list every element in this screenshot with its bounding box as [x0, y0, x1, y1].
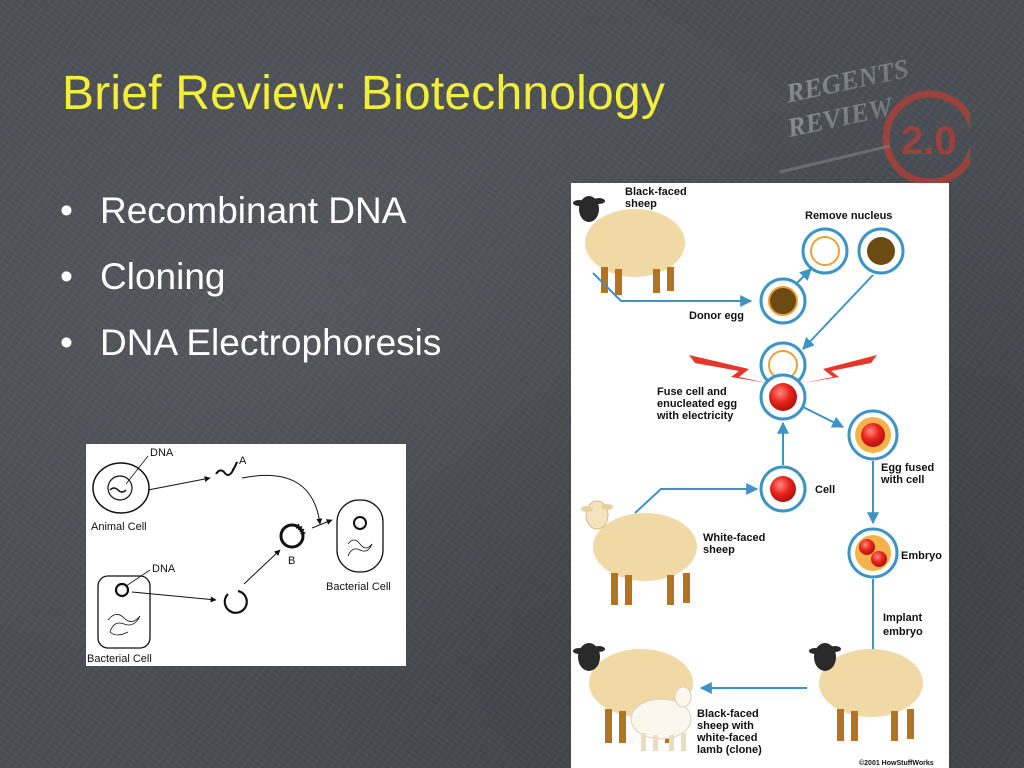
label-result-4: lamb (clone) [697, 744, 762, 756]
black-faced-sheep-icon [573, 196, 685, 295]
regents-review-logo: 2.0 REGENTS REVIEW [779, 53, 970, 186]
label-cell: Cell [815, 484, 835, 496]
cut-plasmid [223, 589, 248, 614]
donor-egg [759, 277, 807, 325]
label-result-3: white-faced [696, 732, 758, 744]
bacterial-cell-label-right: Bacterial Cell [326, 581, 391, 593]
mother-sheep-with-lamb-icon [573, 643, 693, 751]
label-donor-egg: Donor egg [689, 310, 744, 322]
embryo [847, 527, 899, 579]
bullet-item: • Cloning [60, 256, 441, 322]
label-black-faced-sheep-2: sheep [625, 198, 657, 210]
copyright-text: ©2001 HowStuffWorks [859, 759, 934, 767]
electric-bolt-icons [689, 355, 877, 383]
surrogate-sheep-icon [809, 643, 923, 741]
animal-cell [92, 462, 150, 514]
label-implant-2: embryo [883, 626, 923, 638]
label-egg-fused-2: with cell [880, 474, 924, 486]
bullet-text: Recombinant DNA [100, 190, 407, 231]
bullet-item: • Recombinant DNA [60, 190, 441, 256]
label-black-faced-sheep-1: Black-faced [625, 186, 687, 198]
label-remove-nucleus: Remove nucleus [805, 210, 892, 222]
label-implant-1: Implant [883, 612, 922, 624]
bullet-glyph: • [60, 190, 73, 231]
svg-text:2.0: 2.0 [901, 119, 957, 163]
recombinant-plasmid-b [279, 523, 306, 549]
label-a: A [239, 455, 247, 467]
label-white-faced-2: sheep [703, 544, 735, 556]
label-egg-fused-1: Egg fused [881, 462, 934, 474]
bullet-item: • DNA Electrophoresis [60, 322, 441, 388]
label-white-faced-1: White-faced [703, 532, 765, 544]
bacterial-cell-right [336, 499, 384, 573]
label-result-1: Black-faced [697, 708, 759, 720]
white-faced-sheep-icon [581, 500, 697, 605]
cloning-diagram: Black-faced sheep Remove nucleus Donor e… [571, 183, 949, 768]
fusing-cell [759, 373, 807, 421]
remove-nucleus-cells [801, 227, 905, 275]
body-cell [759, 465, 807, 513]
label-embryo: Embryo [901, 550, 942, 562]
animal-cell-label: Animal Cell [91, 521, 147, 533]
bullet-glyph: • [60, 322, 73, 363]
bacterial-cell-bottom [97, 575, 151, 649]
label-fuse-3: with electricity [656, 410, 734, 422]
bullet-text: DNA Electrophoresis [100, 322, 442, 363]
label-fuse-2: enucleated egg [657, 398, 737, 410]
bullet-text: Cloning [100, 256, 226, 297]
label-result-2: sheep with [697, 720, 754, 732]
bullet-list: • Recombinant DNA • Cloning • DNA Electroph… [60, 190, 441, 388]
recombinant-dna-diagram: DNA Animal Cell A B Bacterial Cell [86, 444, 406, 666]
bullet-glyph: • [60, 256, 73, 297]
dna-fragment-a [215, 461, 238, 476]
label-b: B [288, 555, 295, 567]
egg-fused-with-cell [847, 409, 899, 461]
dna-label-bottom: DNA [152, 563, 176, 575]
dna-label-top: DNA [150, 447, 174, 459]
label-fuse-1: Fuse cell and [657, 386, 727, 398]
slide-title: Brief Review: Biotechnology [62, 67, 666, 120]
bacterial-cell-label-bottom: Bacterial Cell [87, 653, 152, 665]
